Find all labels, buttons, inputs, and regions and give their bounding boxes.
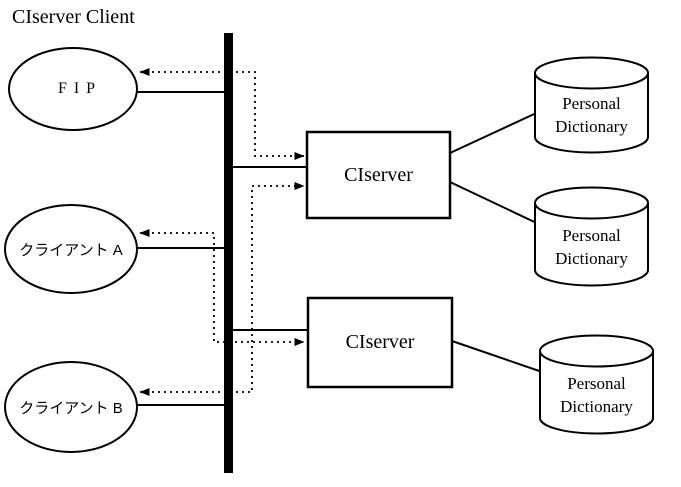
db1-label-line2: Dictionary: [555, 117, 628, 136]
db-cylinder-3-top: [539, 334, 654, 368]
client-fip-label: FIP: [57, 80, 103, 97]
server2-label: CIserver: [345, 331, 415, 353]
dotted-arrow-fip-server1: [139, 68, 305, 160]
bus-line: [224, 33, 233, 473]
db-cylinder-2-body: [534, 203, 649, 287]
db2-label-line2: Dictionary: [555, 249, 628, 268]
db-cylinder-1-body: [534, 73, 649, 154]
server1-label: CIserver: [344, 163, 413, 186]
dotted-arrow-client-b-server1: [139, 182, 305, 396]
dotted-arrow-client-a-server2: [139, 229, 305, 346]
db2-label: Personal Dictionary: [535, 224, 648, 270]
db-cylinder-3: [539, 334, 654, 435]
client-a-label: クライアント A: [19, 241, 123, 259]
db1-label: Personal Dictionary: [535, 92, 648, 138]
db3-label: Personal Dictionary: [540, 372, 653, 418]
db2-label-line1: Personal: [562, 226, 621, 245]
line-server1-db2: [449, 181, 546, 228]
db-cylinder-3-body: [539, 351, 654, 435]
db-cylinder-1-top: [534, 56, 649, 90]
server2-box: [306, 296, 454, 389]
client-fip-ellipse: [8, 47, 138, 131]
db3-label-line2: Dictionary: [560, 397, 633, 416]
line-server2-db3: [451, 340, 549, 375]
db1-label-line1: Personal: [562, 94, 621, 113]
db3-label-line1: Personal: [567, 374, 626, 393]
diagram-title: CIserver Client: [12, 6, 135, 28]
server1-box: [305, 130, 452, 220]
db-cylinder-1: [534, 56, 649, 154]
line-server1-db1: [449, 108, 546, 154]
db-cylinder-2: [534, 186, 649, 287]
client-b-ellipse: [4, 361, 138, 453]
client-b-label: クライアント B: [19, 400, 123, 417]
db-cylinder-2-top: [534, 186, 649, 220]
